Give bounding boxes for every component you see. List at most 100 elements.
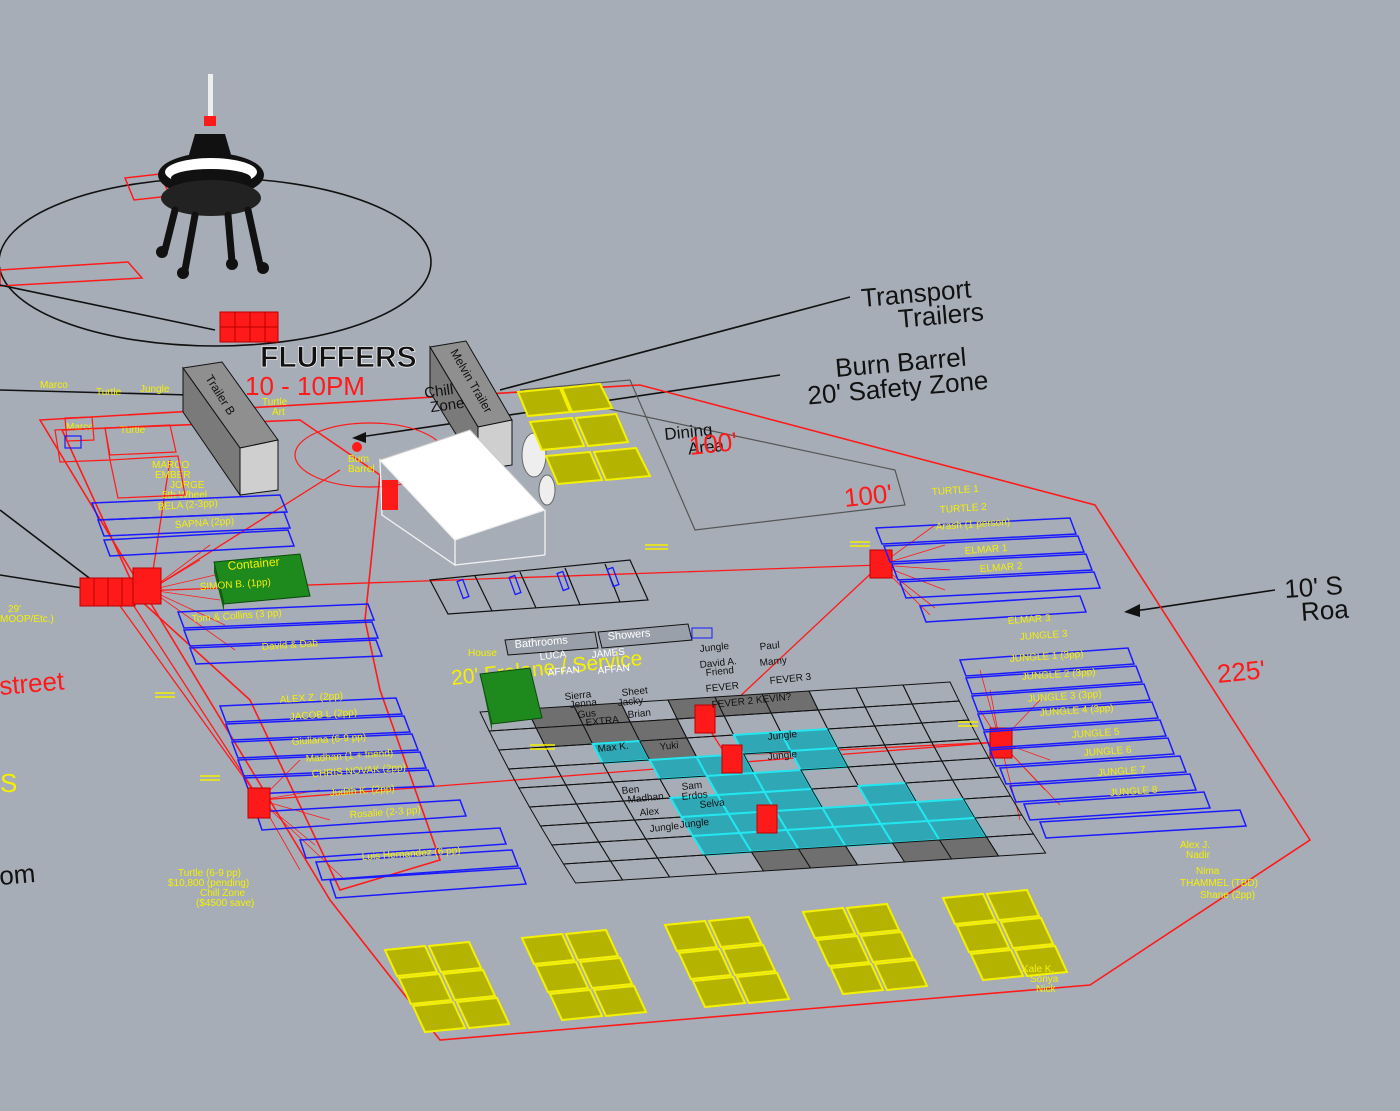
slot-label: Arash (1 person) (935, 517, 1010, 533)
grid-name: Mamy (759, 655, 787, 669)
generator-left (79, 567, 162, 607)
grid-name: EXTRA (585, 715, 620, 729)
slot-label: Madhan (1 + friend) (305, 748, 393, 765)
shower-tank (691, 627, 713, 639)
svg-text:Marco: Marco (40, 380, 68, 391)
leader-arrowhead (352, 432, 366, 443)
slot-label: JUNGLE 2 (3pp) (1021, 667, 1096, 683)
solar-array-bottom (383, 888, 1069, 1034)
svg-text:Nadir: Nadir (1186, 850, 1211, 861)
svg-text:Turtle: Turtle (96, 387, 122, 398)
slot-strip (96, 511, 292, 537)
slot-strip (254, 799, 468, 831)
slot-label: SAPNA (2pp) (174, 516, 234, 531)
solar-panel (383, 944, 439, 978)
grid-name: Jungle (679, 817, 710, 831)
spaceship-icon (156, 74, 269, 279)
solar-panel (999, 916, 1055, 950)
svg-text:Nima: Nima (1196, 866, 1220, 877)
solar-panel (520, 932, 576, 966)
solar-array-top (516, 382, 652, 486)
svg-text:THAMMEL (TBD): THAMMEL (TBD) (1180, 878, 1258, 889)
svg-text:Showers: Showers (607, 627, 651, 643)
red-lot-top-left (0, 173, 172, 287)
dining-label: Dining Area (663, 419, 725, 461)
solar-panel (663, 919, 719, 953)
solar-panel (985, 888, 1041, 922)
svg-text:Shane (2pp): Shane (2pp) (1200, 890, 1255, 901)
slot-label: JUNGLE 7 (1097, 765, 1146, 779)
moop-label: 29' MOOP/Etc.) (0, 599, 54, 625)
grid-name: AFFAN (547, 665, 580, 679)
slot-label: Giuliana (6-9 pp) (291, 732, 366, 748)
grid-cell (539, 822, 600, 846)
svg-text:Nick: Nick (1036, 984, 1056, 995)
grid-name: Paul (759, 640, 780, 653)
slot-label: Judith K. (2pp) (329, 783, 395, 799)
svg-text:MARCO: MARCO (152, 460, 189, 471)
grid-generators (247, 549, 1013, 834)
slot-label: JUNGLE 8 (1109, 785, 1158, 799)
slot-strip (964, 665, 1144, 695)
slot-strip (236, 751, 428, 777)
slot-label: CHRIS NOVAK (2pp) (311, 762, 406, 780)
grid-cell (550, 841, 612, 865)
svg-text:$10,800 (pending): $10,800 (pending) (168, 878, 249, 889)
grid-cell (629, 718, 688, 742)
grid-cell (855, 684, 913, 708)
slot-strip (1008, 773, 1198, 803)
slot-strip (176, 603, 376, 629)
grid-cell (930, 738, 990, 762)
slot-strip (890, 553, 1094, 581)
solar-panel (427, 940, 483, 974)
grid-name: Yuki (659, 740, 679, 753)
slot-strip (1022, 791, 1212, 821)
solar-panel (941, 892, 997, 926)
svg-text:Container: Container (227, 555, 280, 573)
slot-label: JUNGLE 3 (1019, 629, 1068, 643)
svg-text:Chill Zone: Chill Zone (200, 888, 245, 899)
solar-panel (801, 906, 857, 940)
solar-panel (721, 943, 777, 977)
grid-name: JAMES (591, 647, 626, 661)
time-range-label: 10 - 10PM (245, 371, 365, 401)
street-label: street (0, 665, 66, 701)
grid-name: Erdos (681, 789, 708, 803)
solar-panel (691, 975, 747, 1009)
solar-panel (411, 1000, 467, 1034)
grid-name: Jungle (767, 729, 798, 743)
slot-label: ELMAR 1 (964, 543, 1008, 557)
dining-area-outline (519, 379, 906, 531)
left-upper-lots (54, 416, 186, 499)
slot-strip (998, 755, 1188, 785)
solar-panel (592, 984, 648, 1018)
tent-icon (379, 429, 556, 567)
grid-name: Sierra (564, 689, 592, 703)
solar-panel (1013, 944, 1069, 978)
transport-leader (499, 296, 851, 391)
grid-cell (902, 681, 960, 705)
slot-label: JUNGLE 6 (1083, 745, 1132, 759)
slot-strip (314, 849, 520, 881)
grid-cell (941, 757, 1001, 781)
slot-strip (918, 595, 1088, 623)
om-label: om (0, 858, 37, 891)
left-slot-strips (90, 494, 528, 899)
solar-panel (677, 947, 733, 981)
slot-strip (874, 517, 1078, 545)
callout-road: 10' S Roa (1283, 570, 1350, 628)
burn-barrel-icon (352, 442, 362, 452)
grid-name: Selva (699, 797, 725, 811)
grid-name: Friend (705, 665, 734, 679)
slot-label: ELMAR 3 (1007, 613, 1051, 627)
grid-cell (911, 700, 970, 724)
slot-strip (298, 827, 508, 859)
solar-panel (548, 988, 604, 1022)
grid-cell (488, 727, 547, 751)
solar-panel (735, 971, 791, 1005)
grid-cell (562, 860, 624, 884)
grid-name: Jungle (649, 821, 680, 835)
svg-text:EMBER: EMBER (155, 470, 191, 481)
slot-strip (102, 529, 296, 557)
